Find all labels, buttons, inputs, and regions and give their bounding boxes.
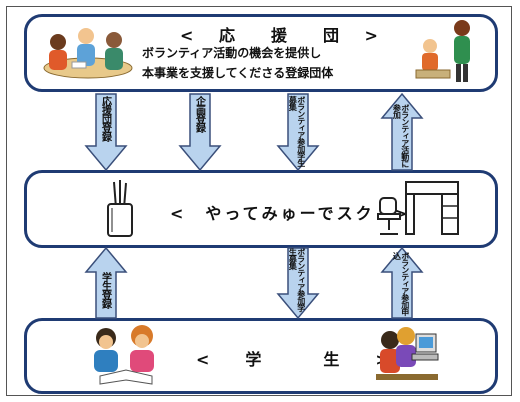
arrow-label-plan-registration: 企画登録 (193, 96, 205, 132)
up-arrow-volunteer-application (380, 246, 424, 319)
teacher-student-icon (415, 20, 470, 82)
arrow-label-volunteer-recruit-bottom: ボランティア参加学生募集 (288, 248, 306, 311)
up-arrow-volunteer-participation (380, 92, 424, 171)
students-title: < 学 生 > (196, 350, 399, 369)
up-arrow-student-registration (84, 246, 128, 319)
down-arrow-supporter-registration (84, 93, 128, 172)
desk-title: < やってみゅーでスク > (170, 204, 411, 223)
arrow-label-supporter-registration: 応援団登録 (99, 96, 111, 141)
desk-chair-icon (377, 181, 459, 235)
down-arrow-plan-registration (178, 93, 222, 172)
arrow-label-volunteer-participation: ボランティア活動に参加 (392, 104, 410, 167)
supporters-title: < 応 援 団 > (180, 26, 388, 45)
down-arrow-volunteer-recruit-top (276, 93, 320, 172)
arrow-label-student-registration: 学生登録 (99, 272, 111, 308)
supporters-box (24, 14, 498, 92)
students-reading-icon (94, 325, 154, 385)
students-computer-icon (376, 327, 439, 380)
group-meeting-icon (43, 28, 133, 79)
arrow-label-volunteer-application: ボランティア参加申込 (392, 252, 410, 315)
supporters-description-line1: ボランティア活動の機会を提供し (142, 46, 322, 60)
pen-holder-icon (107, 180, 133, 237)
supporters-description-line2: 本事業を支援してくださる登録団体 (142, 66, 334, 80)
arrow-label-volunteer-recruit-top: ボランティア参加学生募集 (288, 96, 306, 166)
down-arrow-volunteer-recruit-bottom (276, 247, 320, 320)
